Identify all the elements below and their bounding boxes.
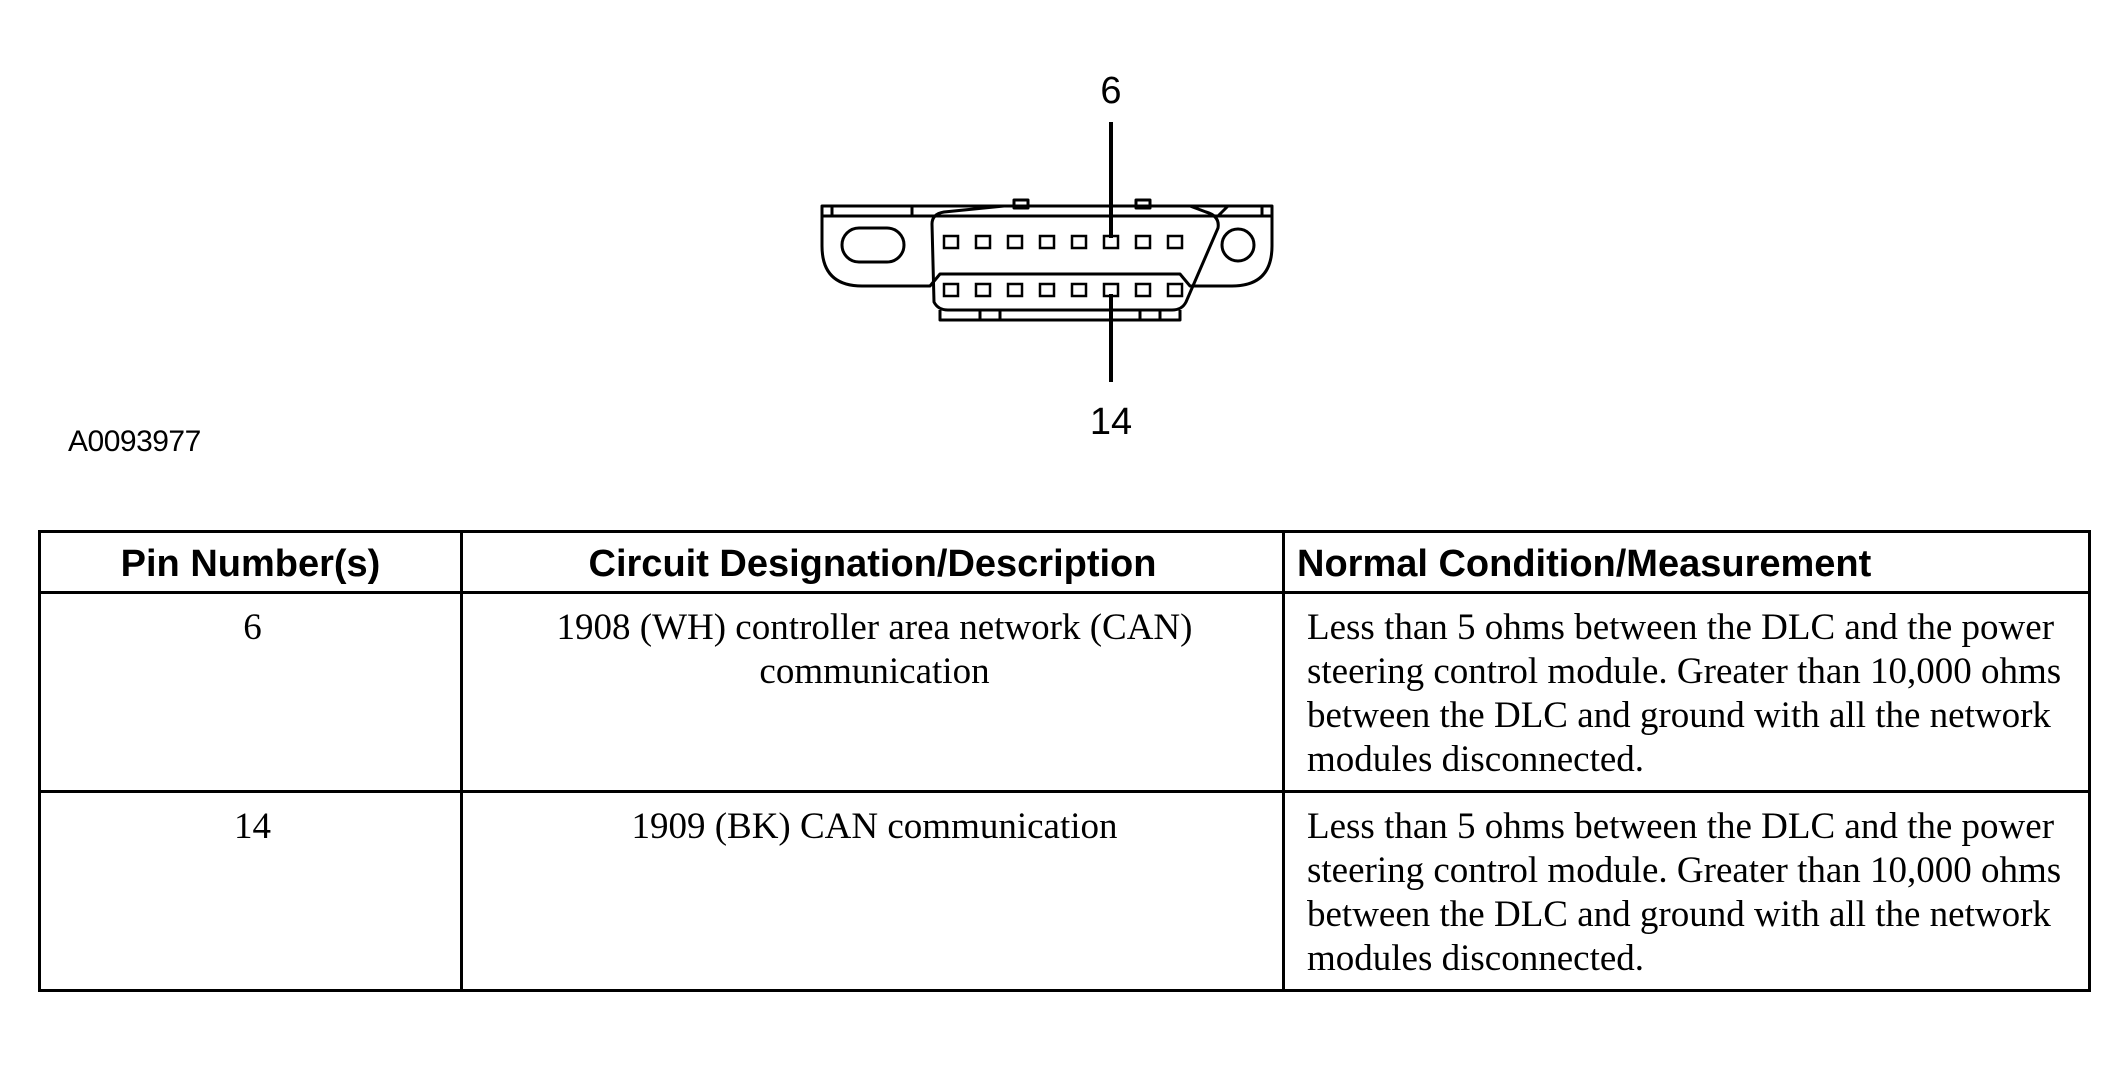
- header-circuit-designation: Circuit Designation/Description: [460, 530, 1285, 594]
- cell-condition: Less than 5 ohms between the DLC and the…: [1282, 790, 2091, 992]
- cell-circuit: 1908 (WH) controller area network (CAN) …: [460, 591, 1285, 793]
- table-row: 14 1909 (BK) CAN communication Less than…: [38, 790, 2091, 992]
- header-normal-condition: Normal Condition/Measurement: [1282, 530, 2091, 594]
- table-header-row: Pin Number(s) Circuit Designation/Descri…: [38, 530, 2091, 594]
- bottom-pin-row: [942, 282, 1184, 298]
- pinout-table: Pin Number(s) Circuit Designation/Descri…: [38, 530, 2091, 992]
- table-row: 6 1908 (WH) controller area network (CAN…: [38, 591, 2091, 793]
- right-mounting-hole: [1220, 227, 1256, 263]
- dlc-connector-diagram: 6 14: [0, 0, 2124, 470]
- figure-id: A0093977: [68, 425, 201, 458]
- cell-circuit: 1909 (BK) CAN communication: [460, 790, 1285, 992]
- left-mounting-slot: [840, 226, 906, 264]
- header-pin-number: Pin Number(s): [38, 530, 463, 594]
- mounting-flange: [820, 204, 1274, 288]
- cell-condition: Less than 5 ohms between the DLC and the…: [1282, 591, 2091, 793]
- callout-pin-14: 14: [1090, 401, 1132, 443]
- cell-pin: 6: [38, 591, 463, 793]
- callout-pin-6: 6: [1100, 70, 1121, 112]
- top-pin-row: [942, 234, 1184, 250]
- connector-body: [930, 204, 1220, 312]
- cell-pin: 14: [38, 790, 463, 992]
- connector-drawing: 6 14: [820, 70, 1274, 443]
